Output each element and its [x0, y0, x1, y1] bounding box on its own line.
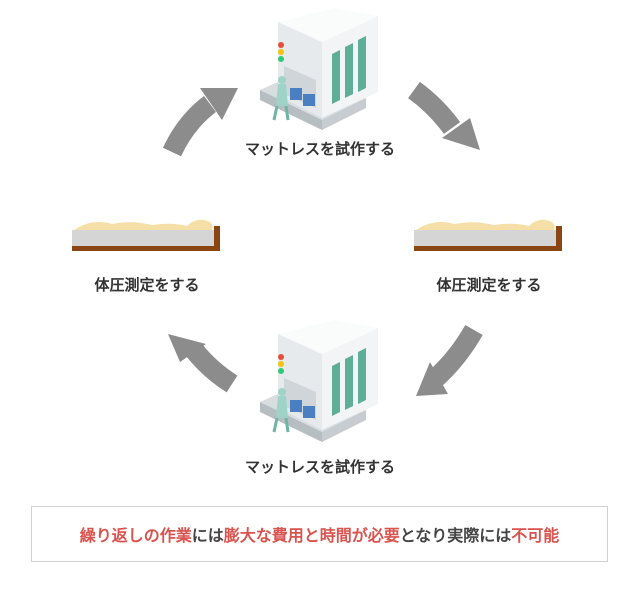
step-label-bottom: マットレスを試作する — [244, 458, 395, 476]
pressure-mattress-icon — [72, 219, 220, 251]
conclusion-note: 繰り返しの作業 には 膨大な費用と時間が必要 となり実際には 不可能 — [31, 506, 608, 562]
note-highlight-impossible: 不可能 — [511, 526, 560, 545]
note-text-naru: となり実際には — [399, 526, 512, 545]
prototype-machine-icon — [260, 8, 378, 130]
step-label-top: マットレスを試作する — [244, 140, 395, 158]
pressure-mattress-icon — [414, 219, 562, 251]
note-highlight-cost: 膨大な費用と時間が必要 — [223, 526, 400, 545]
step-label-left: 体圧測定をする — [94, 276, 200, 294]
note-text-niwa: には — [191, 526, 224, 545]
note-highlight-repeat: 繰り返しの作業 — [79, 526, 192, 545]
step-label-right: 体圧測定をする — [436, 276, 542, 294]
prototype-machine-icon — [260, 320, 378, 442]
